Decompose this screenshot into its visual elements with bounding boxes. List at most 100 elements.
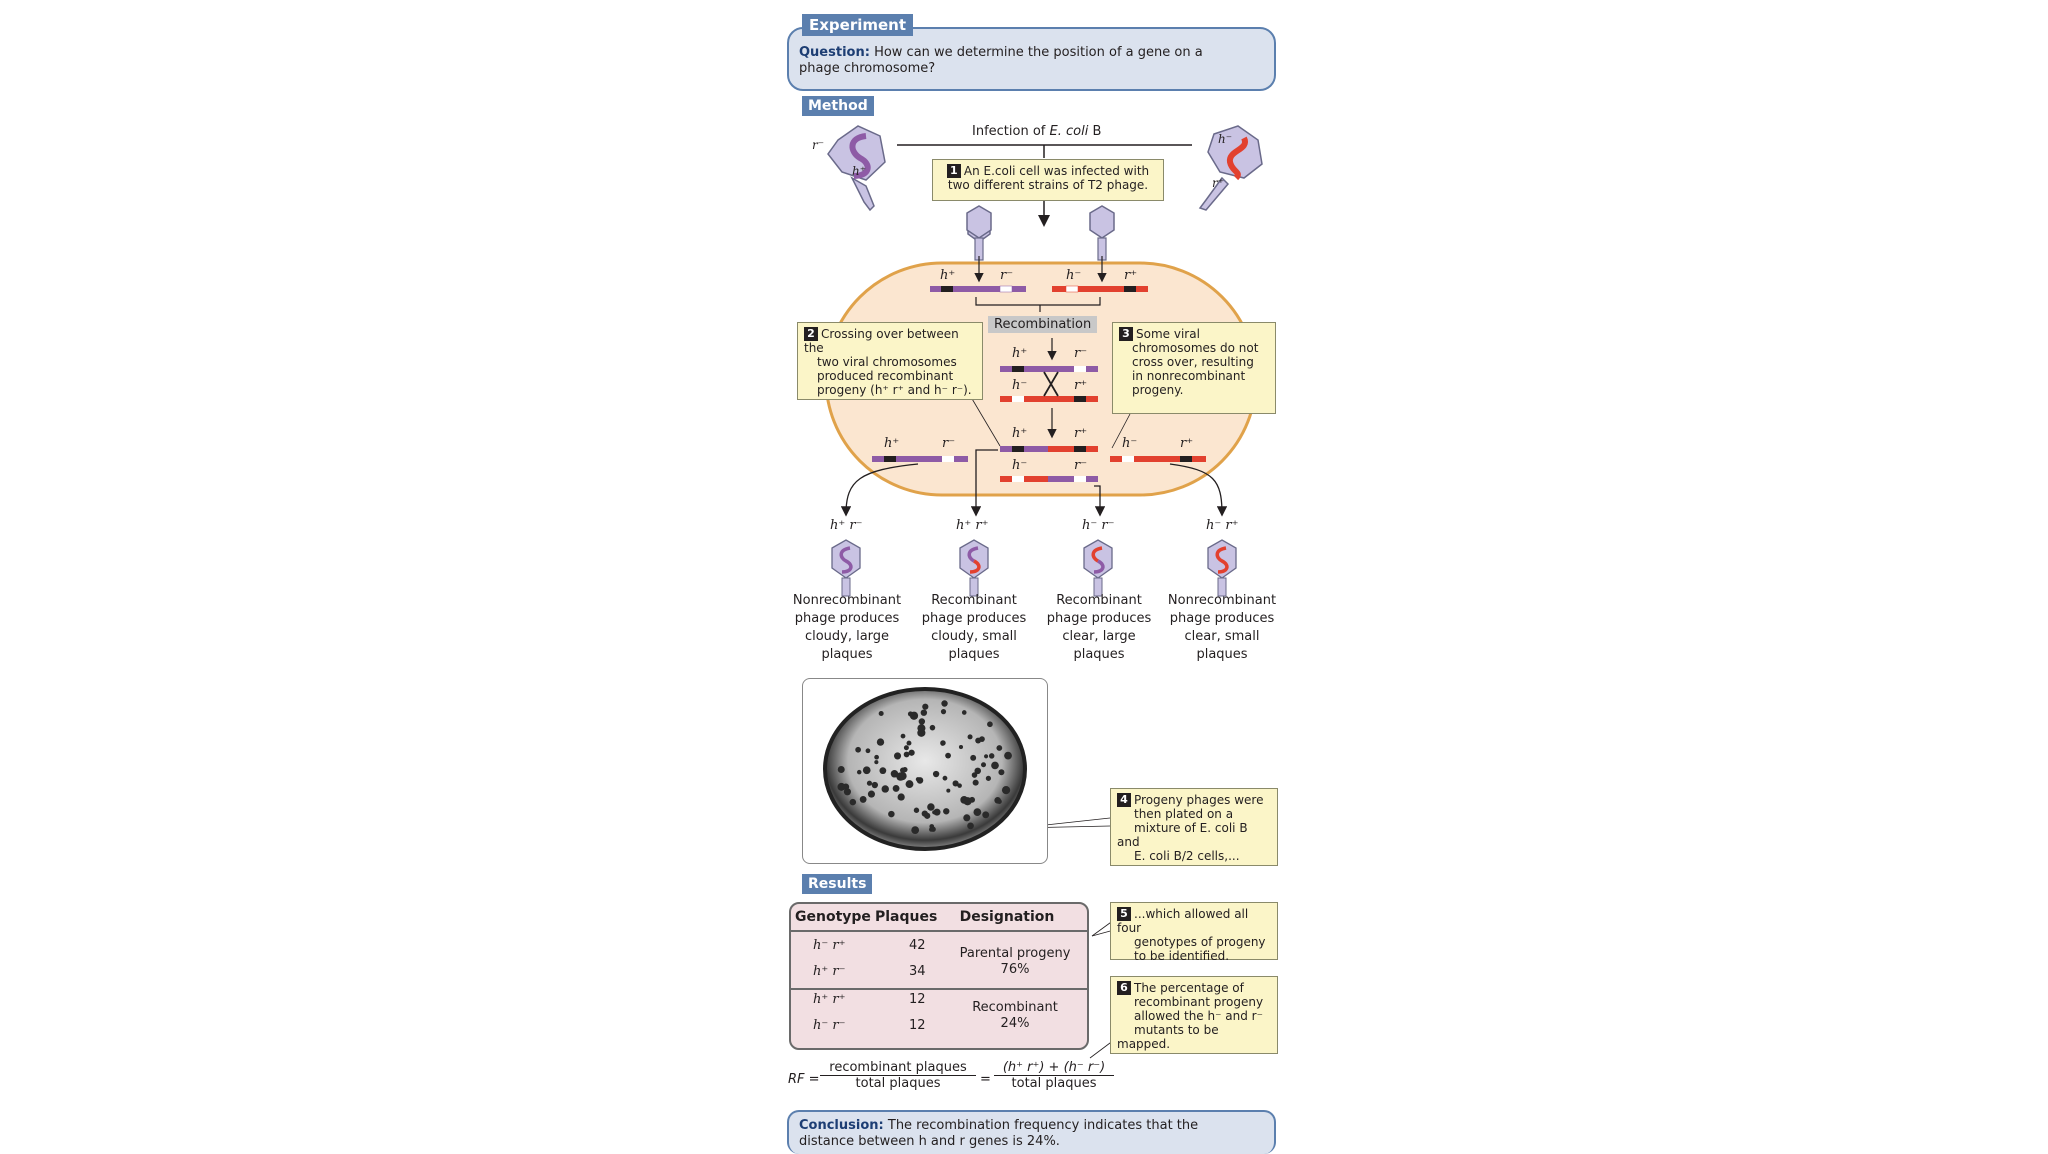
recombinant-chromosomes	[1000, 446, 1098, 482]
nonrecombinant-chromosome-purple	[872, 456, 968, 462]
results-tag: Results	[802, 874, 873, 894]
plaque-dot	[973, 808, 982, 816]
chromosome-parent-red	[1052, 285, 1148, 293]
plaque-dot	[878, 710, 884, 717]
plaque-dot	[903, 745, 909, 751]
plaque-dot	[984, 754, 989, 759]
plaque-dot	[917, 724, 926, 733]
plaque-dot	[898, 771, 907, 781]
right-phage-icon	[1198, 125, 1263, 211]
plaque-dot	[837, 782, 846, 791]
plaque-dot	[890, 770, 899, 778]
left-phage-icon	[827, 125, 886, 212]
plaque-dot	[961, 710, 967, 715]
plaque-dot	[900, 733, 906, 739]
gene-label: h⁺	[852, 164, 867, 178]
plaque-dot	[918, 718, 926, 725]
plaque-dot	[922, 703, 929, 710]
plaque-dot	[927, 803, 935, 811]
conclusion-box: Conclusion: The recombination frequency …	[787, 1110, 1276, 1154]
plaque-dot	[996, 798, 1002, 805]
plaque-dot	[892, 784, 900, 792]
gene-label: r⁺	[1212, 176, 1225, 190]
formula-fraction-1: recombinant plaques total plaques	[820, 1060, 976, 1091]
plaque-dot	[899, 767, 906, 774]
plaque-dot	[946, 788, 951, 793]
plaque-dot	[960, 796, 968, 804]
plaque-dot	[940, 709, 947, 715]
plaque-dot	[929, 724, 936, 731]
question-text: Question: How can we determine the posit…	[799, 45, 1203, 76]
progeny-phage-2-icon	[959, 539, 989, 597]
plaque-dot	[837, 765, 845, 773]
plaque-dot	[932, 810, 937, 815]
infection-label: Infection of E. coli B	[972, 124, 1102, 139]
plaque-dot	[941, 700, 948, 707]
plaque-dot	[893, 752, 902, 760]
plaque-dot	[862, 766, 871, 775]
nonrecombinant-chromosome-red	[1110, 456, 1206, 462]
plaque-dot	[920, 709, 928, 716]
recombination-label: Recombination	[988, 316, 1098, 333]
plaque-dot	[987, 721, 993, 728]
results-table-header: Genotype Plaques Designation	[791, 904, 1087, 932]
plaque-dot	[906, 740, 912, 746]
plaque-dot	[1004, 751, 1012, 760]
table-row: h⁺ r⁻	[813, 964, 846, 979]
progeny-genotype: h⁻ r⁺	[1206, 518, 1239, 533]
plaque-dot	[913, 807, 920, 813]
plaque-dot	[867, 790, 875, 798]
plaque-dot	[881, 785, 889, 793]
plaque-dot	[930, 826, 936, 832]
plaque-dot	[866, 780, 873, 786]
plaque-dot	[969, 796, 976, 803]
plaque-dot	[855, 746, 861, 753]
results-table: Genotype Plaques Designation h⁻ r⁺ 42 h⁺…	[789, 902, 1089, 1050]
plaque-dot	[909, 711, 919, 720]
plaque-dot	[903, 751, 910, 758]
conclusion-label: Conclusion:	[799, 1118, 884, 1133]
plaque-dot	[998, 769, 1005, 776]
question-label: Question:	[799, 45, 870, 60]
injecting-phage-left-icon	[966, 205, 992, 261]
gene-label: r⁻	[812, 138, 825, 152]
plaque-dot	[843, 788, 851, 796]
plaque-dot	[979, 736, 985, 743]
progeny-phage-4-icon	[1207, 539, 1237, 597]
plaque-dot	[879, 767, 887, 775]
progeny-genotype: h⁺ r⁻	[830, 518, 863, 533]
plaque-dot	[940, 740, 946, 746]
plaque-dot	[915, 777, 921, 782]
plaque-dot	[972, 779, 979, 786]
plaque-dot	[911, 826, 920, 835]
plaque-dot	[957, 783, 962, 788]
plaque-dot	[996, 745, 1003, 751]
progeny-phage-1-icon	[831, 539, 861, 597]
plaque-dot	[921, 810, 928, 817]
progeny-phage-3-icon	[1083, 539, 1113, 597]
plaque-dot	[993, 763, 999, 768]
plaque-dot	[974, 767, 982, 775]
formula-fraction-2: (h⁺ r⁺) + (h⁻ r⁻) total plaques	[994, 1060, 1114, 1091]
formula-lhs: RF =	[788, 1072, 820, 1087]
plaque-dot	[876, 738, 885, 746]
table-row: h⁻ r⁺	[813, 938, 846, 953]
plaque-dot	[908, 749, 915, 756]
gene-label: h⁻	[1218, 132, 1233, 146]
plaque-dot	[859, 796, 867, 803]
plaque-dot	[971, 772, 978, 778]
plaque-dot	[967, 734, 973, 740]
plaque-dot	[958, 744, 964, 750]
question-box: Question: How can we determine the posit…	[787, 27, 1276, 91]
plaque-dot	[871, 781, 878, 789]
progeny-genotype: h⁻ r⁻	[1082, 518, 1115, 533]
plaque-dot	[874, 760, 879, 765]
